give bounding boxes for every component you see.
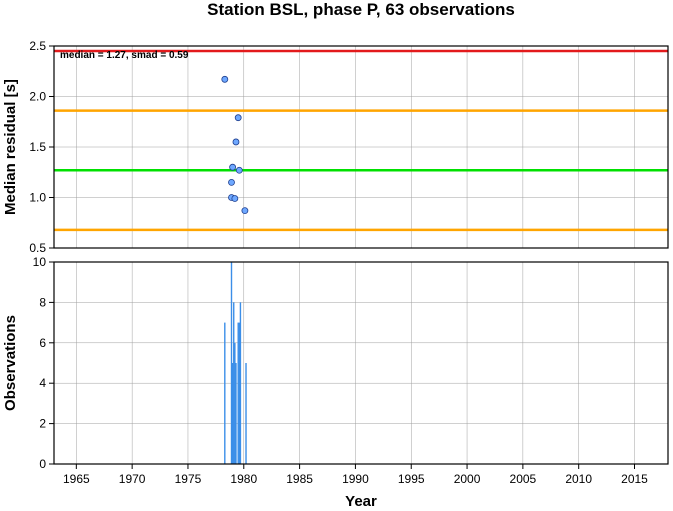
observation-bar	[230, 262, 233, 464]
observation-bar	[237, 322, 239, 464]
x-tick-label: 1970	[119, 472, 146, 486]
stats-annotation: median = 1.27, smad = 0.59	[60, 50, 189, 61]
residual-point	[241, 207, 249, 215]
x-tick-label: 1980	[230, 472, 257, 486]
x-tick-label: 1965	[63, 472, 90, 486]
top-y-tick-label: 0.5	[29, 241, 46, 255]
x-tick-label: 1995	[398, 472, 425, 486]
bottom-y-tick-label: 10	[33, 255, 47, 269]
bottom-y-tick-label: 0	[39, 457, 46, 471]
x-ticks: 1965 1970 1975 1980 1985 1990 1995 2000 2005 2010…	[63, 464, 648, 486]
residual-point	[228, 178, 235, 186]
x-tick-label: 2010	[565, 472, 592, 486]
observation-bar	[224, 322, 226, 464]
reference-lines	[54, 49, 668, 232]
residual-point	[229, 163, 237, 171]
observation-bar	[234, 342, 236, 464]
observation-bar	[235, 363, 237, 464]
top-y-ticks: 0.5 1.0 1.5 2.0 2.5	[29, 39, 54, 255]
x-tick-label: 2005	[510, 472, 537, 486]
chart-title: Station BSL, phase P, 63 observations	[207, 0, 515, 19]
observation-bar	[245, 363, 247, 464]
residual-point	[235, 166, 243, 174]
residual-point	[234, 114, 242, 122]
residual-point	[232, 138, 240, 146]
observation-bars	[224, 262, 247, 464]
bottom-y-ticks: 0 2 4 6 8 10	[33, 255, 54, 471]
top-y-tick-label: 1.0	[29, 191, 46, 205]
top-grid	[54, 45, 668, 249]
bottom-y-tick-label: 2	[39, 417, 46, 431]
bottom-y-tick-label: 4	[39, 376, 46, 390]
residual-point	[231, 195, 239, 202]
top-y-axis-label: Median residual [s]	[2, 79, 19, 215]
residual-points	[221, 75, 249, 215]
top-y-tick-label: 2.5	[29, 39, 46, 53]
bottom-plot-frame	[53, 261, 669, 465]
top-y-tick-label: 2.0	[29, 90, 46, 104]
x-axis-label: Year	[345, 493, 377, 510]
observation-bar	[233, 302, 235, 464]
observation-bar	[238, 322, 241, 464]
x-tick-label: 2000	[454, 472, 481, 486]
x-tick-label: 1990	[342, 472, 369, 486]
top-y-tick-label: 1.5	[29, 140, 46, 154]
bottom-y-tick-label: 6	[39, 336, 46, 350]
bottom-grid	[54, 261, 668, 465]
observation-bar	[239, 302, 242, 464]
x-tick-label: 1975	[175, 472, 202, 486]
x-tick-label: 2015	[621, 472, 648, 486]
observation-bar	[231, 363, 234, 464]
bottom-y-axis-label: Observations	[2, 315, 19, 411]
bottom-y-tick-label: 8	[39, 295, 46, 309]
residual-point	[221, 75, 229, 83]
x-tick-label: 1985	[286, 472, 313, 486]
